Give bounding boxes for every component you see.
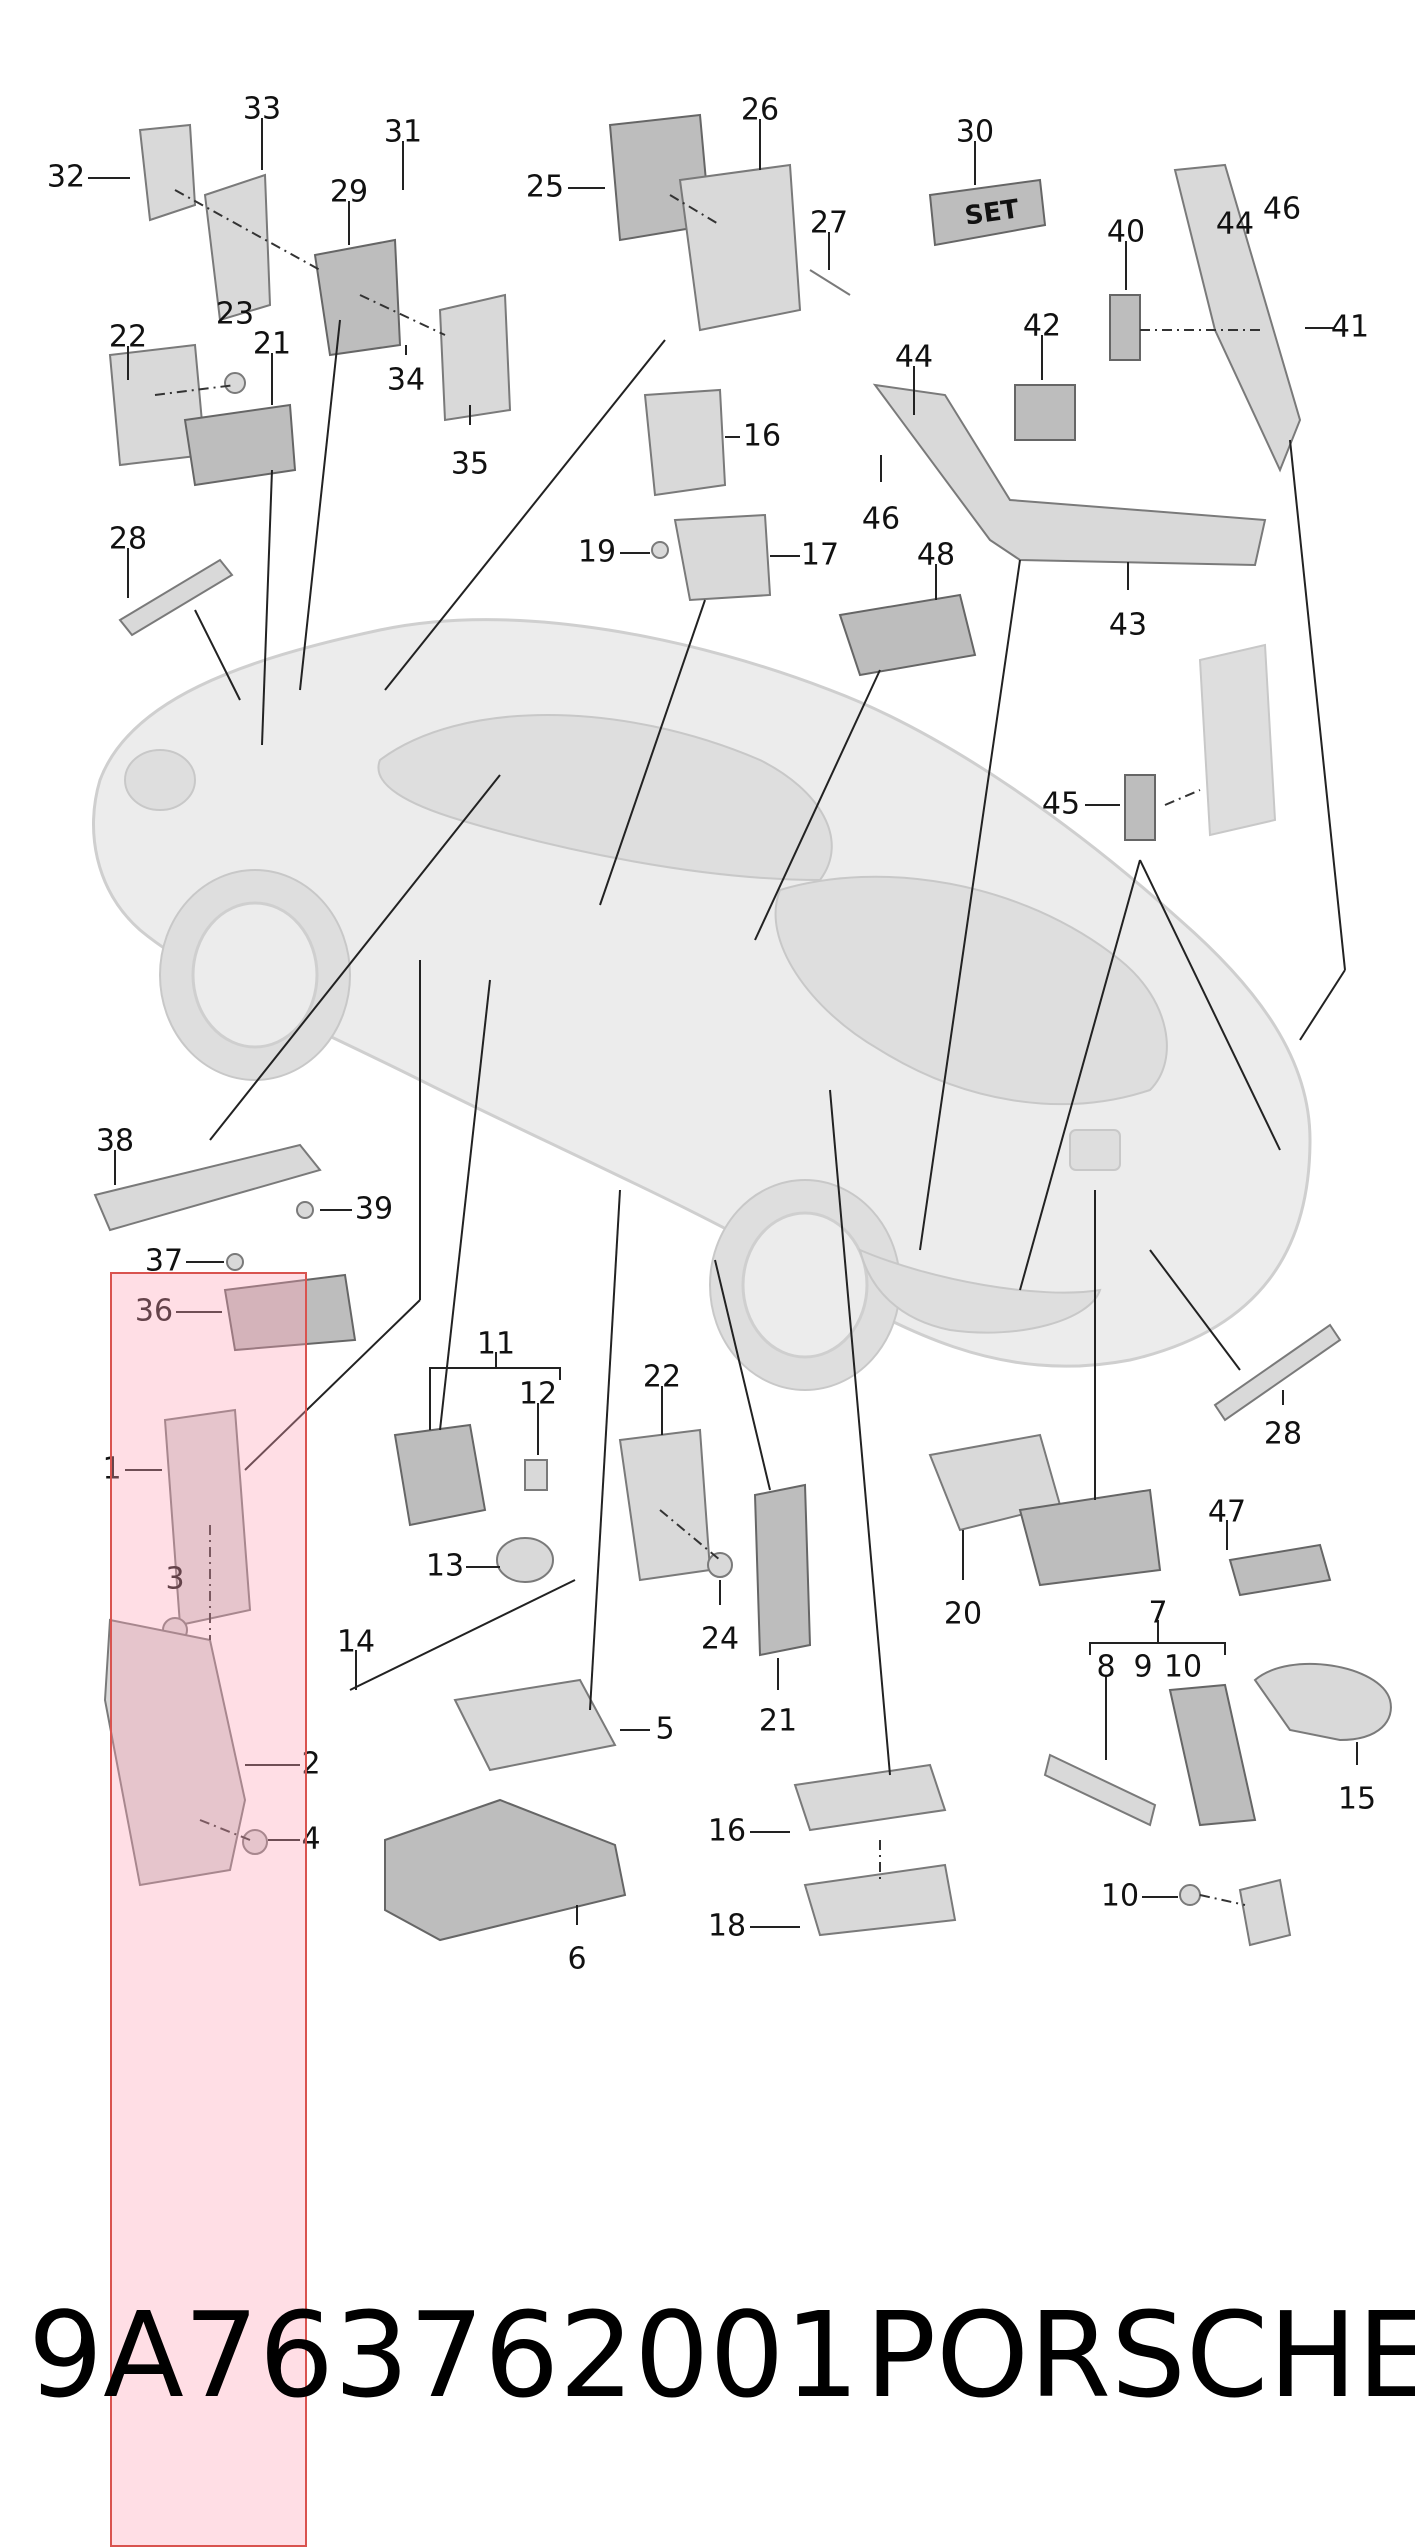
callout-label: 27 bbox=[810, 206, 848, 241]
brand-name: PORSCHE bbox=[865, 2286, 1415, 2424]
callout-label: 38 bbox=[96, 1124, 134, 1159]
callout-label: 18 bbox=[708, 1909, 746, 1944]
callout-label: 42 bbox=[1023, 309, 1061, 344]
callout-label: 16 bbox=[708, 1814, 746, 1849]
callout-label: 10 bbox=[1164, 1650, 1202, 1685]
callout-label: 12 bbox=[519, 1377, 557, 1412]
callout-label: 33 bbox=[243, 92, 281, 127]
callout-label: 24 bbox=[701, 1622, 739, 1657]
callout-label: 22 bbox=[643, 1360, 681, 1395]
callout-label: 8 bbox=[1096, 1650, 1115, 1685]
callout-label: 28 bbox=[109, 522, 147, 557]
callout-label: 22 bbox=[109, 320, 147, 355]
callout-label: 34 bbox=[387, 363, 425, 398]
callout-label: 46 bbox=[862, 502, 900, 537]
callout-label: 44 bbox=[1216, 207, 1254, 242]
callout-label: 48 bbox=[917, 538, 955, 573]
callout-label: 20 bbox=[944, 1597, 982, 1632]
part-number: 9A763762001 bbox=[28, 2286, 860, 2424]
callout-label: 5 bbox=[655, 1712, 674, 1747]
callout-label: 21 bbox=[759, 1704, 797, 1739]
callout-label: 1 bbox=[102, 1452, 121, 1487]
callout-label: 29 bbox=[330, 175, 368, 210]
callout-label: 6 bbox=[567, 1942, 586, 1977]
callout-label: 7 bbox=[1148, 1596, 1167, 1631]
callout-label: 17 bbox=[801, 538, 839, 573]
callout-label: 9 bbox=[1133, 1650, 1152, 1685]
highlight-region bbox=[110, 1272, 307, 2547]
callout-label: 40 bbox=[1107, 215, 1145, 250]
callout-label: 25 bbox=[526, 170, 564, 205]
callout-label: 43 bbox=[1109, 608, 1147, 643]
callout-label: 31 bbox=[384, 115, 422, 150]
callout-label: 35 bbox=[451, 447, 489, 482]
callout-label: 11 bbox=[477, 1327, 515, 1362]
callout-label: 39 bbox=[355, 1192, 393, 1227]
callout-label: 47 bbox=[1208, 1495, 1246, 1530]
callout-label: 13 bbox=[426, 1549, 464, 1584]
callout-label: 28 bbox=[1264, 1417, 1302, 1452]
callout-label: 45 bbox=[1042, 787, 1080, 822]
callout-label: 23 bbox=[216, 297, 254, 332]
callout-label: 46 bbox=[1263, 192, 1301, 227]
callout-label: 3 bbox=[165, 1562, 184, 1597]
callout-label: 10 bbox=[1101, 1879, 1139, 1914]
callout-label: 21 bbox=[253, 327, 291, 362]
callout-label: 36 bbox=[135, 1294, 173, 1329]
car-body bbox=[91, 618, 1312, 1391]
callout-label: 15 bbox=[1338, 1782, 1376, 1817]
callout-label: 41 bbox=[1331, 310, 1369, 345]
callout-label: 26 bbox=[741, 93, 779, 128]
leader-lines bbox=[88, 118, 1358, 1928]
callout-label: 19 bbox=[578, 535, 616, 570]
callout-label: 32 bbox=[47, 160, 85, 195]
callout-label: 14 bbox=[337, 1625, 375, 1660]
callout-label: 30 bbox=[956, 115, 994, 150]
callout-label: 44 bbox=[895, 340, 933, 375]
part-shapes: SET bbox=[93, 113, 1392, 1947]
callout-label: 16 bbox=[743, 419, 781, 454]
